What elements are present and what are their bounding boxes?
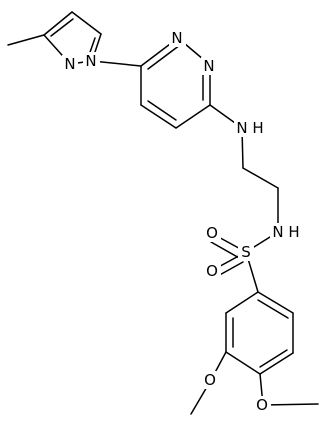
atom-n-pyridazine-2: N — [203, 57, 214, 75]
bond-benzene-c3-c4 — [259, 352, 294, 375]
bond-pyridazine-c4-c5 — [140, 104, 177, 129]
atom-o-sulfonyl-2: O — [206, 262, 218, 280]
atom-o-methoxy-1: O — [204, 371, 216, 389]
bond-benzene-c3-c4-inner — [259, 349, 288, 368]
atom-n-pyrazole-2: N — [64, 55, 75, 73]
bond-pyrazole-c3-c4-inner — [50, 18, 74, 37]
bond-benzene-c1-c2-inner — [257, 299, 289, 319]
atom-h-sulfonamide: H — [288, 223, 299, 241]
atom-n-sulfonamide: N — [272, 223, 283, 241]
bond-pyridazine-c6-n1-inner — [147, 44, 181, 70]
bond-o-ch3-methoxy-2 — [262, 403, 319, 406]
bonds — [7, 11, 319, 415]
atom-h-amine: H — [252, 119, 263, 137]
bond-benzene-c6-c1 — [225, 291, 259, 314]
bond-ch2-ch2 — [242, 167, 279, 189]
atom-labels: N N N N N H N H S O O O O — [62, 29, 302, 414]
bond-pyridazine-c4-c5-inner — [147, 100, 177, 121]
atom-n-amine: N — [236, 119, 247, 137]
bond-methyl-pyrazole — [7, 34, 45, 46]
atom-n-pyridazine-1: N — [171, 29, 182, 47]
bond-benzene-c1-c2 — [257, 291, 294, 314]
bond-pyrazole-pyridazine — [91, 60, 142, 67]
atom-o-sulfonyl-1: O — [206, 224, 218, 242]
atom-o-methoxy-2: O — [256, 396, 268, 414]
bond-pyrazole-c4-c5 — [71, 11, 102, 35]
bond-s-o1-second — [210, 241, 242, 260]
bond-pyridazine-c3-c4 — [175, 104, 211, 129]
bond-pyrazole-c3-c4 — [43, 11, 73, 36]
atom-s-sulfonyl: S — [241, 243, 251, 261]
atom-n-pyrazole-1: N — [85, 52, 96, 70]
bond-benzene-c4-c5 — [225, 351, 261, 375]
